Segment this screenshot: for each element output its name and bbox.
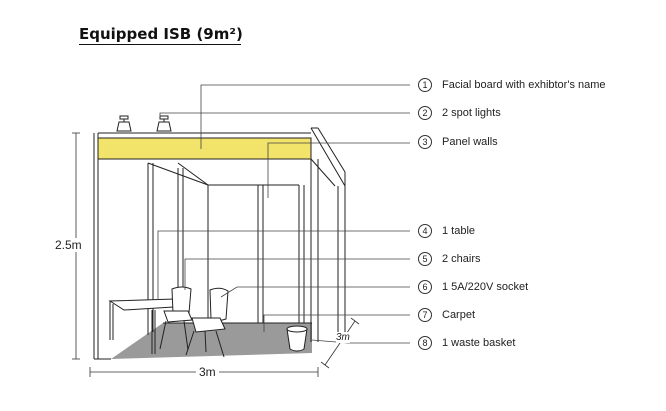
legend-number: 2: [418, 106, 432, 120]
legend-number: 8: [418, 336, 432, 350]
legend-label: Carpet: [442, 309, 476, 321]
legend-label: Panel walls: [442, 136, 498, 148]
legend-label: 1 5A/220V socket: [442, 281, 529, 293]
legend-number: 6: [418, 280, 432, 294]
callout-lines: [157, 84, 410, 344]
legend-label: 1 waste basket: [442, 337, 516, 349]
height-dimension: 2.5m: [55, 238, 82, 252]
legend-item-spot-lights: 2 2 spot lights: [418, 105, 501, 121]
legend-number: 3: [418, 135, 432, 149]
facial-board: [97, 137, 312, 160]
carpet: [111, 323, 312, 359]
legend-label: 2 spot lights: [442, 107, 501, 119]
page-title: Equipped ISB (9m²): [79, 25, 243, 43]
legend-item-facial-board: 1 Facial board with exhibtor's name: [418, 77, 606, 93]
title-underline: [79, 44, 241, 45]
legend-item-panel-walls: 3 Panel walls: [418, 134, 498, 150]
spot-light-right: [156, 115, 172, 132]
legend-item-table: 4 1 table: [418, 223, 475, 239]
legend-item-carpet: 7 Carpet: [418, 307, 475, 323]
chair-2: [185, 287, 229, 358]
width-dimension: 3m: [196, 365, 219, 379]
legend-label: 2 chairs: [442, 253, 481, 265]
chair-1: [159, 286, 193, 351]
legend-item-chairs: 5 2 chairs: [418, 251, 481, 267]
legend-item-waste-basket: 8 1 waste basket: [418, 335, 515, 351]
legend-item-socket: 6 1 5A/220V socket: [418, 279, 528, 295]
waste-basket: [286, 325, 308, 352]
depth-dimension: 3m: [336, 332, 350, 343]
legend-number: 4: [418, 224, 432, 238]
legend-number: 1: [418, 78, 432, 92]
legend-number: 5: [418, 252, 432, 266]
legend-number: 7: [418, 308, 432, 322]
legend-label: 1 table: [442, 225, 476, 237]
legend-label: Facial board with exhibtor's name: [442, 79, 606, 91]
spot-light-left: [116, 115, 132, 132]
